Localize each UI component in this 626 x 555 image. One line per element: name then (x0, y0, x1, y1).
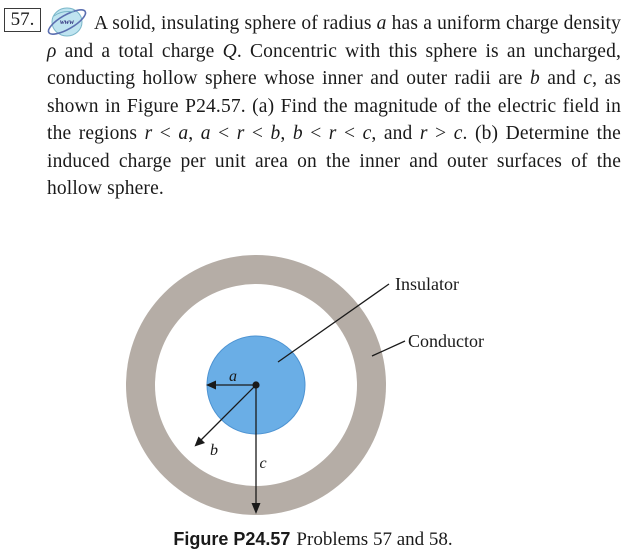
radius-b-arrow (199, 384, 257, 442)
conductor-leader-line (371, 340, 406, 357)
caption-label: Figure P24.57 (173, 529, 291, 549)
center-point (252, 381, 260, 389)
radius-a-arrowhead (206, 380, 216, 390)
radius-c-arrowhead (251, 503, 261, 514)
label-c: c (259, 455, 266, 472)
label-b: b (210, 442, 218, 459)
label-insulator: Insulator (395, 274, 459, 294)
svg-text:www: www (60, 18, 74, 26)
caption-text: Problems 57 and 58. (296, 529, 453, 550)
insulator-leader-line (277, 283, 390, 363)
radius-b-arrowhead (194, 436, 205, 447)
problem-text: A solid, insulating sphere of radius a h… (47, 13, 622, 199)
label-a: a (229, 368, 237, 385)
problem-number: 57. (4, 8, 41, 32)
www-globe-icon: www (47, 7, 87, 37)
label-conductor: Conductor (408, 331, 484, 351)
